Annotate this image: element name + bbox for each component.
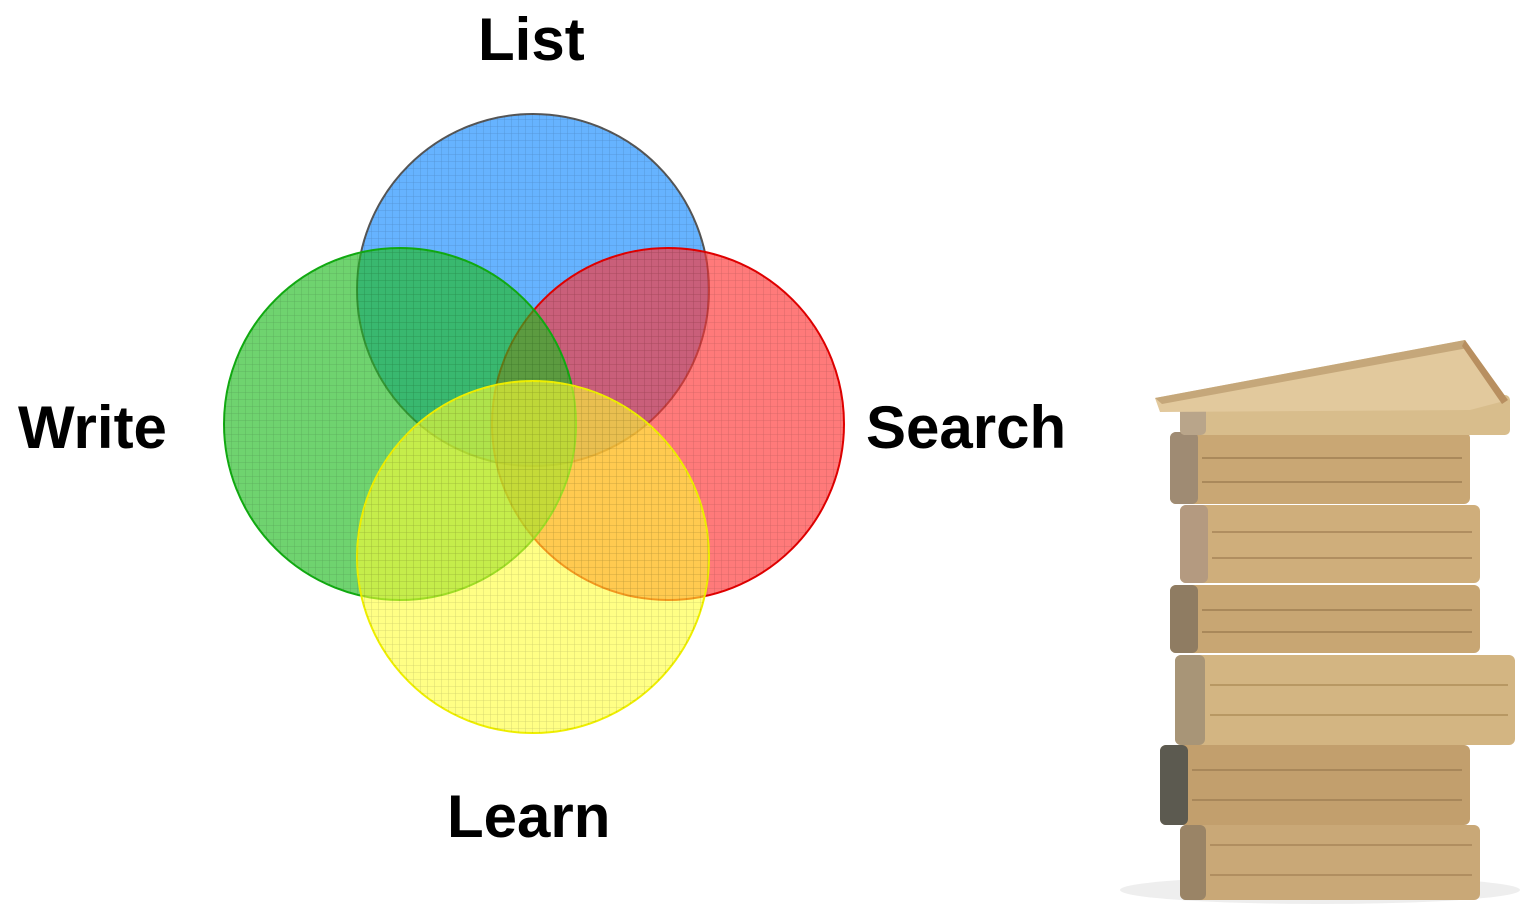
venn-diagram bbox=[223, 113, 845, 734]
list-label: List bbox=[478, 6, 585, 73]
learn-circle bbox=[356, 380, 710, 734]
stack-of-books-icon bbox=[1120, 340, 1520, 904]
search-label: Search bbox=[866, 394, 1067, 461]
write-label: Write bbox=[18, 394, 167, 461]
learn-label: Learn bbox=[447, 783, 611, 850]
